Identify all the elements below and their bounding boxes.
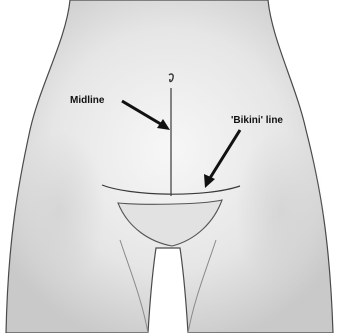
left-hip-shade <box>15 130 105 290</box>
bikini-line-label: 'Bikini' line <box>231 115 283 126</box>
right-hip-shade <box>235 130 325 290</box>
midline-label: Midline <box>70 95 104 106</box>
